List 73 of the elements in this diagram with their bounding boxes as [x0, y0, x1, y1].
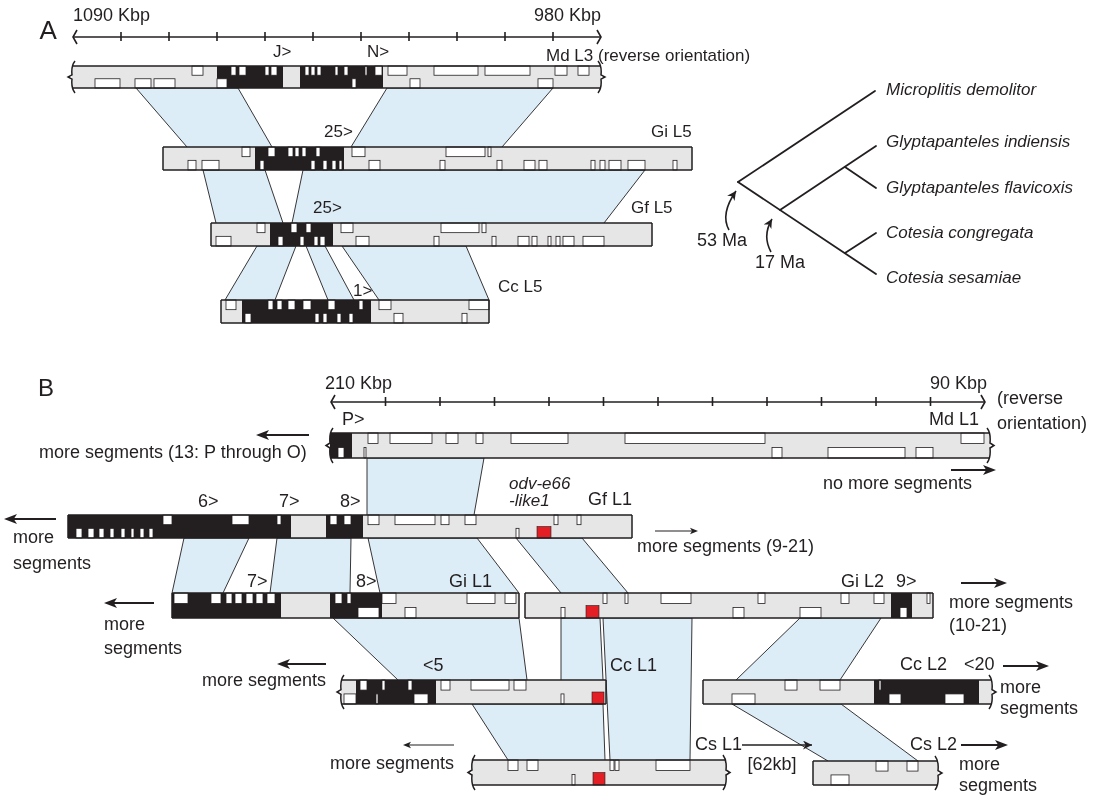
synteny-band [341, 245, 490, 301]
orientation-note: (reverse orientation) [997, 387, 1089, 435]
synteny-band [224, 245, 297, 301]
time-label: 53 Ma [697, 230, 748, 252]
continuation-note: more segments (13: P through O) [39, 442, 307, 464]
scale-label: 210 Kbp [325, 373, 393, 395]
synteny-band [171, 537, 250, 594]
synteny-band [366, 457, 485, 516]
scaffold-label: Gi L2 [841, 571, 885, 593]
segment-label: N> [367, 42, 390, 63]
segment-label: J> [273, 42, 292, 63]
synteny-band [350, 87, 554, 148]
continuation-note: more segments [959, 754, 1039, 796]
continuation-note: more segments (10-21) [949, 591, 1075, 637]
continuation-note: more segments [104, 613, 184, 660]
scaffold-label: Cs L1 [695, 734, 743, 756]
scale-label: 90 Kbp [930, 373, 988, 395]
gene-label: odv-e66 -like1 [509, 475, 572, 509]
segment-label: 1> [353, 281, 373, 302]
synteny-band [269, 537, 352, 594]
synteny-band [367, 537, 520, 594]
scaffold-label: Gf L1 [588, 489, 633, 511]
segment-label: 25> [324, 122, 353, 143]
species-name: Microplitis demolitor [886, 80, 1037, 101]
synteny-band [202, 169, 284, 224]
segment-label: 8> [340, 491, 361, 513]
continuation-note: more segments (9-21) [637, 536, 815, 558]
segment-label: 25> [313, 198, 342, 219]
edge-label: [62kb] [747, 754, 797, 776]
synteny-band [135, 87, 273, 148]
synteny-band [291, 169, 646, 224]
segment-label: 7> [279, 491, 300, 513]
arrow [741, 740, 813, 750]
synteny-band [731, 703, 919, 762]
scaffold-label: Cc L5 [498, 277, 543, 298]
continuation-note: more segments [330, 753, 455, 775]
scale-label: 1090 Kbp [73, 5, 151, 27]
synteny-band [332, 617, 528, 681]
leader-arrow [763, 218, 773, 253]
segment-label: 9> [896, 571, 917, 593]
segment-label: <20 [964, 654, 995, 676]
species-name: Cotesia sesamiae [886, 268, 1022, 289]
scaffold-label: Cc L2 [900, 654, 948, 676]
synteny-band [515, 537, 629, 594]
synteny-band [560, 617, 604, 681]
synteny-band [602, 617, 693, 761]
synteny-band [305, 245, 355, 301]
species-name: Glyptapanteles flavicoxis [886, 178, 1074, 199]
scaffold-label: Gf L5 [631, 198, 673, 219]
scaffold-label: Md L3 (reverse orientation) [546, 46, 751, 67]
segment-label: <5 [423, 655, 444, 677]
panel-letter: A [39, 14, 57, 46]
scaffold-label: Gi L1 [449, 571, 493, 593]
continuation-note: more segments [13, 526, 93, 575]
scaffold-label: Gi L5 [651, 122, 692, 143]
segment-label: 6> [198, 491, 219, 513]
continuation-note: no more segments [823, 473, 973, 495]
scaffold-label: Cs L2 [910, 734, 958, 756]
segment-label: 8> [356, 571, 377, 593]
continuation-note: more segments [1000, 677, 1080, 719]
scaffold-label: Md L1 [929, 409, 980, 431]
synteny-band [735, 617, 882, 681]
time-label: 17 Ma [755, 252, 806, 274]
leader-arrow [725, 190, 737, 231]
panel-letter: B [38, 373, 54, 403]
synteny-band [471, 703, 606, 761]
scale-label: 980 Kbp [534, 5, 602, 27]
continuation-note: more segments [202, 670, 327, 692]
scaffold-label: Cc L1 [610, 655, 658, 677]
segment-label: P> [342, 409, 365, 431]
segment-label: 7> [247, 571, 268, 593]
species-name: Glyptapanteles indiensis [886, 132, 1071, 153]
species-name: Cotesia congregata [886, 223, 1034, 244]
